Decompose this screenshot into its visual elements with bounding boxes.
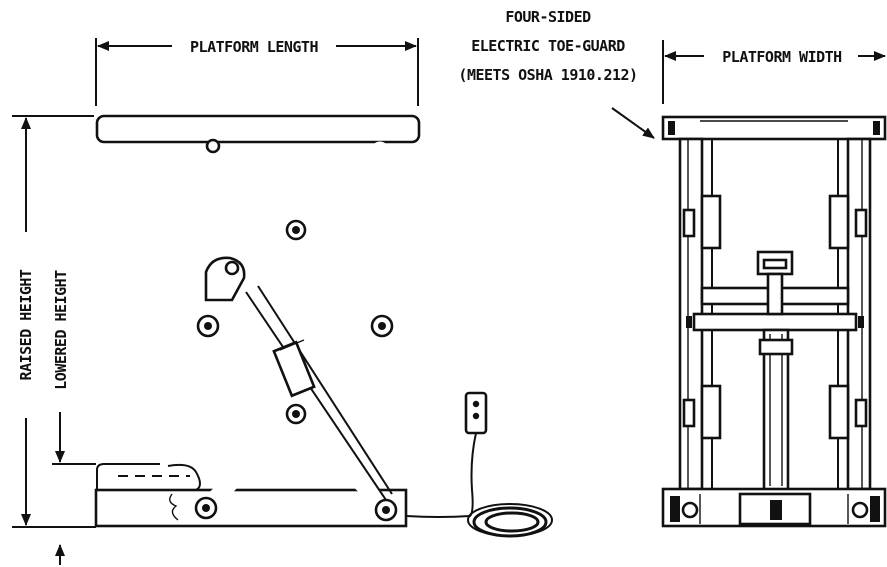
- lowered-height-label: LOWERED HEIGHT: [52, 270, 70, 390]
- raised-height-label: RAISED HEIGHT: [17, 269, 35, 380]
- scissor-arms: [197, 141, 395, 517]
- end-view: PLATFORM WIDTH: [661, 40, 887, 528]
- hydraulic-cylinder: [204, 256, 393, 501]
- toe-guard-callout: FOUR-SIDED ELECTRIC TOE-GUARD (MEETS OSH…: [458, 8, 655, 139]
- pendant-control: [405, 391, 553, 538]
- toe-guard-label-line2: ELECTRIC TOE-GUARD: [471, 37, 625, 55]
- base-frame: [94, 463, 408, 528]
- platform-width-dimension: PLATFORM WIDTH: [662, 40, 886, 104]
- toe-guard-label-line3: (MEETS OSHA 1910.212): [458, 66, 637, 84]
- platform-length-dimension: PLATFORM LENGTH: [95, 38, 419, 106]
- side-view: PLATFORM LENGTH RAISED HEIGHT LOWERED HE…: [12, 38, 553, 565]
- pivot-pins: [194, 138, 398, 522]
- height-dimensions: RAISED HEIGHT LOWERED HEIGHT: [12, 115, 96, 565]
- raised-platform: [95, 114, 421, 144]
- platform-length-label: PLATFORM LENGTH: [190, 38, 318, 56]
- platform-width-label: PLATFORM WIDTH: [722, 48, 842, 66]
- toe-guard-label-line1: FOUR-SIDED: [505, 8, 591, 26]
